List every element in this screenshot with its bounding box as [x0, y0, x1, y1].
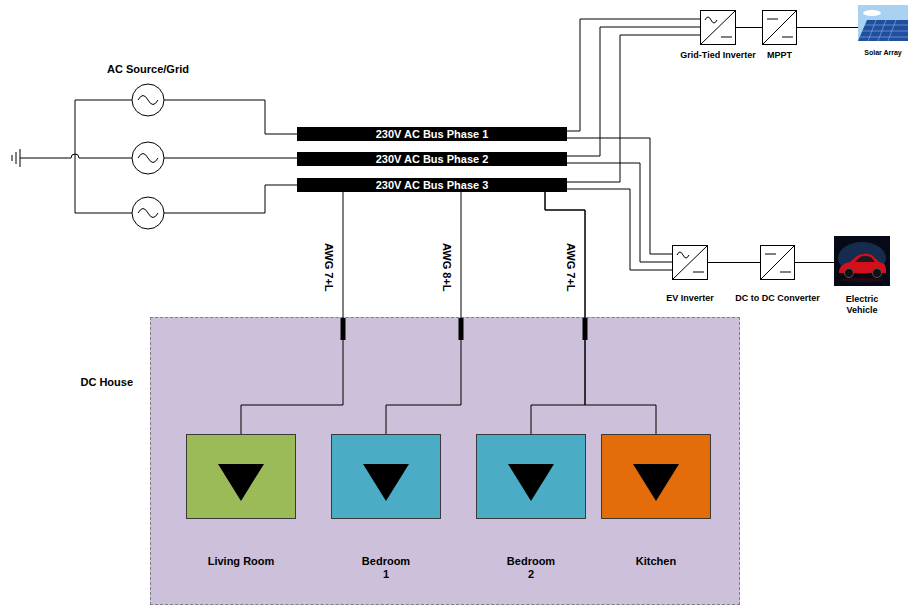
cable-size-label: AWG 7+L	[564, 243, 577, 292]
cloud	[863, 10, 881, 16]
room-load: Bedroom 1	[331, 434, 441, 519]
bus-label: 230V AC Bus Phase 2	[376, 152, 489, 166]
room-load: Kitchen	[601, 434, 711, 519]
bus-label: 230V AC Bus Phase 1	[376, 127, 489, 141]
power-wire	[736, 27, 762, 28]
load-triangle	[508, 464, 554, 501]
inv-symbol	[701, 11, 735, 44]
cable-size-label: AWG 7+L	[322, 243, 335, 292]
dc-symbol	[765, 254, 776, 255]
power-wire	[567, 27, 700, 156]
car-window	[855, 256, 875, 262]
room-load: Bedroom 2	[476, 434, 586, 519]
diagonal-line	[763, 11, 796, 44]
electric-vehicle: Electric Vehicle	[834, 236, 890, 286]
power-wire	[708, 262, 760, 263]
diagonal-line	[761, 246, 794, 279]
source-wire	[164, 158, 297, 159]
grid-line	[888, 20, 896, 41]
load-triangle	[218, 464, 264, 501]
power-wire	[567, 189, 672, 270]
room-label: Bedroom 2	[504, 555, 558, 581]
region-label: DC House	[80, 376, 133, 389]
source-label: AC Source/Grid	[107, 63, 189, 76]
sine-symbol	[138, 96, 158, 105]
grid-line	[865, 25, 908, 26]
dcdc-symbol	[761, 246, 794, 279]
diagonal-line	[701, 11, 735, 44]
source-wire	[75, 100, 132, 213]
ground-symbol	[12, 149, 20, 167]
inverter-box: Grid-Tied Inverter	[700, 10, 736, 45]
car-wheel	[873, 269, 882, 278]
bus-label: 230V AC Bus Phase 3	[376, 178, 489, 192]
converter-box: DC to DC Converter	[760, 245, 795, 280]
power-wire	[567, 163, 672, 262]
grid-line	[862, 31, 908, 32]
inverter-box: EV Inverter	[672, 245, 708, 280]
vehicle-label: Electric Vehicle	[837, 294, 887, 316]
load-triangle	[633, 464, 679, 501]
inverter-label: EV Inverter	[666, 293, 714, 304]
dc-symbol	[721, 37, 732, 38]
ground-wire	[20, 154, 132, 158]
night-ground	[834, 236, 890, 286]
room-symbol	[187, 435, 295, 518]
solar-panel	[858, 20, 908, 41]
source-wire	[164, 100, 297, 134]
load-triangle	[363, 464, 409, 501]
ac-symbol	[705, 17, 717, 23]
converter-box: MPPT	[762, 10, 797, 45]
room-symbol	[332, 435, 440, 518]
reflection	[840, 278, 884, 282]
car-wheel	[845, 269, 854, 278]
converter-label: MPPT	[767, 50, 792, 61]
ac-bus-bar: 230V AC Bus Phase 1	[297, 127, 567, 141]
power-wire	[797, 27, 858, 28]
inverter-label: Grid-Tied Inverter	[680, 50, 755, 61]
ac-bus-bar: 230V AC Bus Phase 3	[297, 178, 567, 192]
dc-symbol	[767, 19, 778, 20]
room-symbol	[477, 435, 585, 518]
room-symbol	[602, 435, 710, 518]
dc-symbol	[693, 272, 704, 273]
dc-symbol	[782, 37, 793, 38]
power-wire	[567, 138, 672, 254]
source-wire	[164, 185, 297, 213]
converter-label: DC to DC Converter	[735, 293, 820, 304]
dc-symbol	[780, 272, 791, 273]
house-region: Living RoomBedroom 1Bedroom 2KitchenDC H…	[150, 317, 740, 605]
grid-line	[868, 20, 876, 41]
inv-symbol	[673, 246, 707, 279]
power-wire	[567, 35, 700, 182]
solar-symbol	[858, 5, 908, 41]
grid-line	[860, 37, 908, 38]
solar-array: Solar Array	[858, 5, 908, 41]
ac-symbol	[677, 252, 689, 258]
room-label: Living Room	[208, 555, 275, 568]
ac-source-symbol	[132, 84, 164, 116]
solar-label: Solar Array	[864, 49, 901, 57]
room-label: Bedroom 1	[359, 555, 413, 581]
room-label: Kitchen	[636, 555, 676, 568]
ac-bus-bar: 230V AC Bus Phase 2	[297, 152, 567, 166]
diagonal-line	[673, 246, 707, 279]
ac-source-symbol	[132, 197, 164, 229]
sky	[858, 5, 908, 41]
room-load: Living Room	[186, 434, 296, 519]
car-symbol	[834, 236, 890, 286]
panel-grid	[860, 20, 908, 41]
power-wire	[567, 19, 700, 131]
grid-line	[878, 20, 886, 41]
ac-source-symbol	[132, 142, 164, 174]
power-wire	[795, 262, 834, 263]
sine-symbol	[138, 209, 158, 218]
dcdc-symbol	[763, 11, 796, 44]
cable-size-label: AWG 8+L	[440, 243, 453, 292]
sine-symbol	[138, 154, 158, 163]
